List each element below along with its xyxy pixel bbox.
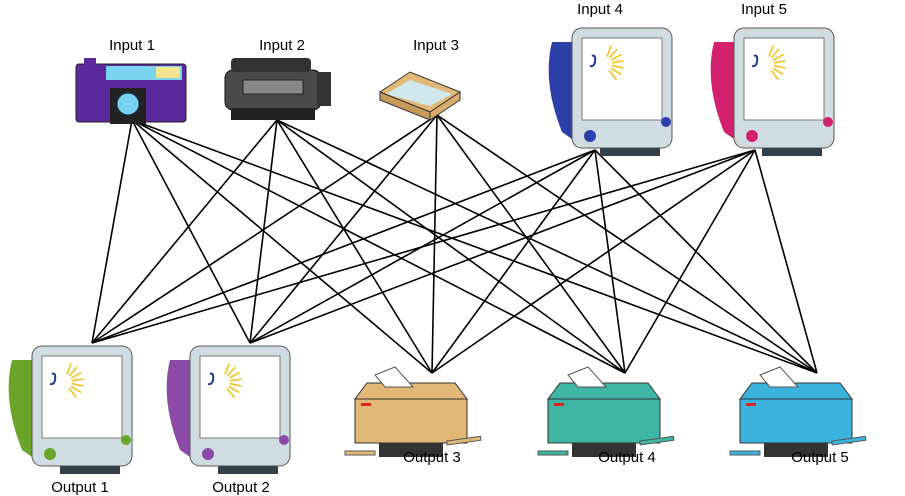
output-1-label: Output 1 bbox=[51, 479, 109, 496]
connection-input-5-output-4 bbox=[624, 149, 756, 374]
input-1-label: Input 1 bbox=[109, 37, 155, 54]
connection-input-1-output-4 bbox=[131, 119, 626, 374]
connection-input-5-output-2 bbox=[249, 149, 756, 344]
output-5-label: Output 5 bbox=[791, 449, 849, 466]
input-4-imac-icon bbox=[548, 27, 673, 156]
output-4-printer-icon bbox=[537, 366, 675, 457]
connection-input-1-output-5 bbox=[131, 119, 818, 374]
connection-input-2-output-2 bbox=[249, 119, 278, 344]
output-3-label: Output 3 bbox=[403, 449, 461, 466]
connection-input-4-output-5 bbox=[594, 149, 818, 374]
input-5-imac-icon bbox=[710, 27, 835, 156]
output-2-imac-icon bbox=[166, 345, 291, 474]
connection-input-3-output-4 bbox=[436, 114, 626, 374]
input-3-label: Input 3 bbox=[413, 37, 459, 54]
devices bbox=[8, 27, 867, 474]
connection-input-3-output-5 bbox=[436, 114, 818, 374]
input-4-label: Input 4 bbox=[577, 1, 623, 18]
connection-lines bbox=[91, 114, 818, 374]
connection-input-4-output-1 bbox=[91, 149, 596, 344]
connection-input-5-output-3 bbox=[431, 149, 756, 374]
connection-input-5-output-5 bbox=[754, 149, 818, 374]
connection-input-2-output-1 bbox=[91, 119, 278, 344]
connection-input-1-output-1 bbox=[91, 119, 133, 344]
input-2-label: Input 2 bbox=[259, 37, 305, 54]
input-1-camera-icon bbox=[75, 58, 187, 124]
connection-input-3-output-2 bbox=[249, 114, 438, 344]
input-5-label: Input 5 bbox=[741, 1, 787, 18]
output-4-label: Output 4 bbox=[598, 449, 656, 466]
connection-input-5-output-1 bbox=[91, 149, 756, 344]
connection-input-2-output-4 bbox=[276, 119, 626, 374]
connection-input-2-output-3 bbox=[276, 119, 433, 374]
connection-input-4-output-4 bbox=[594, 149, 626, 374]
connection-input-1-output-3 bbox=[131, 119, 433, 374]
output-5-printer-icon bbox=[729, 366, 867, 457]
output-1-imac-icon bbox=[8, 345, 133, 474]
connection-input-4-output-3 bbox=[431, 149, 596, 374]
input-3-scanner-icon bbox=[378, 71, 462, 121]
output-2-label: Output 2 bbox=[212, 479, 270, 496]
output-3-printer-icon bbox=[344, 366, 482, 457]
input-2-camcorder-icon bbox=[224, 58, 331, 120]
connection-input-1-output-2 bbox=[131, 119, 251, 344]
connection-input-3-output-1 bbox=[91, 114, 438, 344]
